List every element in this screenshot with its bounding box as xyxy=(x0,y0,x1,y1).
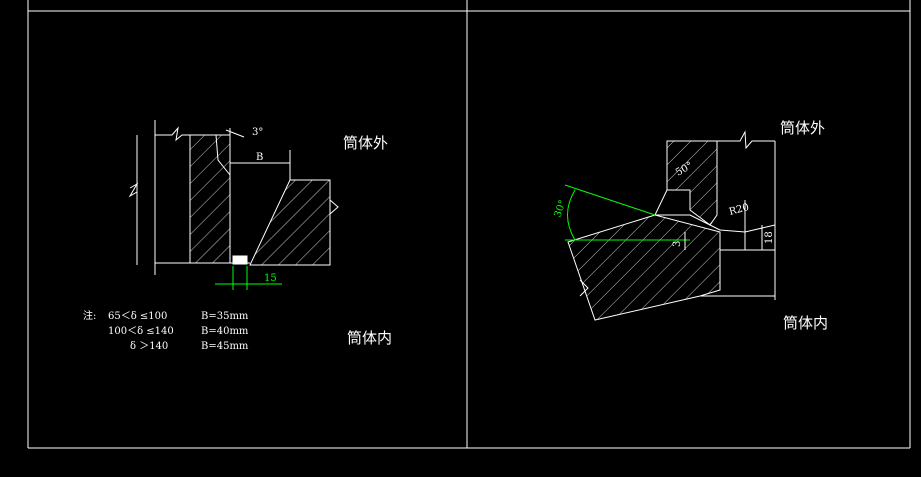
note-value: B=45mm xyxy=(201,341,249,352)
depth-dim: 18 xyxy=(764,231,775,244)
right-weld-detail xyxy=(564,130,776,321)
left-notes: 注: 65＜δ ≤100 B=35mm 100＜δ ≤140 B=40mm δ … xyxy=(83,309,249,352)
left-angle-dim: 3° xyxy=(252,127,263,138)
left-width-dim: B xyxy=(256,152,263,163)
root-backing xyxy=(232,255,248,265)
right-label-inside: 筒体内 xyxy=(783,314,828,332)
left-plate-hatch xyxy=(189,134,231,264)
note-range: 65＜δ ≤100 xyxy=(108,311,167,322)
root-dim: 3 xyxy=(672,241,683,247)
drawing-frame xyxy=(27,0,911,449)
note-value: B=35mm xyxy=(201,311,249,322)
left-label-inside: 筒体内 xyxy=(347,329,392,347)
note-range: 100＜δ ≤140 xyxy=(108,326,174,337)
right-label-outside: 筒体外 xyxy=(780,119,825,137)
bevel-angle-dim: 30° xyxy=(552,199,568,219)
note-value: B=40mm xyxy=(201,326,249,337)
radius-dim: R20 xyxy=(728,202,750,218)
note-range: δ ＞140 xyxy=(130,341,168,352)
left-label-outside: 筒体外 xyxy=(343,134,388,152)
right-plate-hatch xyxy=(249,179,331,266)
left-weld-detail xyxy=(128,120,339,290)
left-gap-dim: 15 xyxy=(264,273,277,284)
note-prefix: 注: xyxy=(83,309,96,322)
upper-plate-hatch xyxy=(666,140,718,226)
lower-body-hatch xyxy=(567,214,721,321)
